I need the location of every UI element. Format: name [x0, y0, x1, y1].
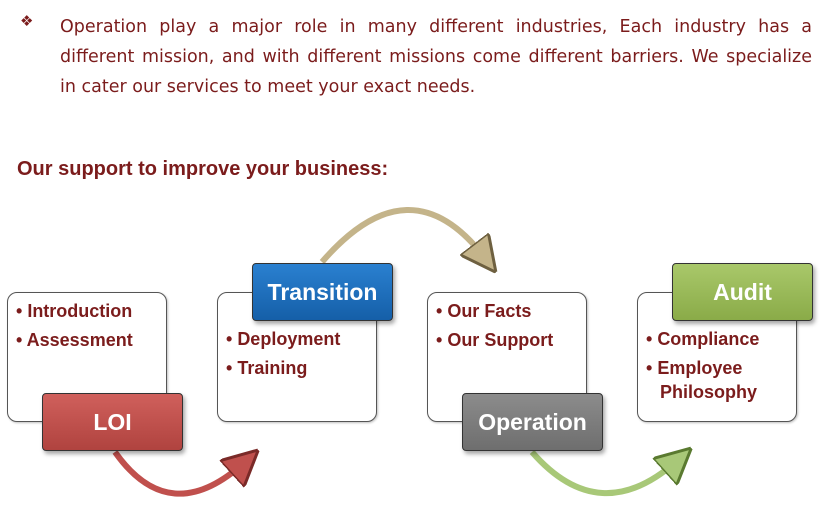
arrow-transition-to-operation [319, 207, 485, 262]
stage-item: Training [218, 356, 376, 380]
stage-label-operation: Operation [462, 393, 603, 451]
arrow-operation-to-audit [529, 452, 678, 496]
stage-item: Compliance [638, 327, 796, 351]
stage-item: Assessment [8, 328, 166, 352]
diamond-cluster-icon: ❖ [20, 12, 34, 30]
stage-label-loi: LOI [42, 393, 183, 451]
arrow-loi-to-transition [112, 452, 245, 497]
stage-item: Our Support [428, 328, 586, 352]
intro-paragraph: Operation play a major role in many diff… [60, 17, 812, 97]
stage-item: Our Facts [428, 299, 586, 323]
stage-item: Introduction [8, 299, 166, 323]
section-heading: Our support to improve your business: [17, 158, 389, 180]
stage-item: Employee Philosophy [638, 356, 796, 404]
stage-label-audit: Audit [672, 263, 813, 321]
stage-label-transition: Transition [252, 263, 393, 321]
stage-item: Deployment [218, 327, 376, 351]
